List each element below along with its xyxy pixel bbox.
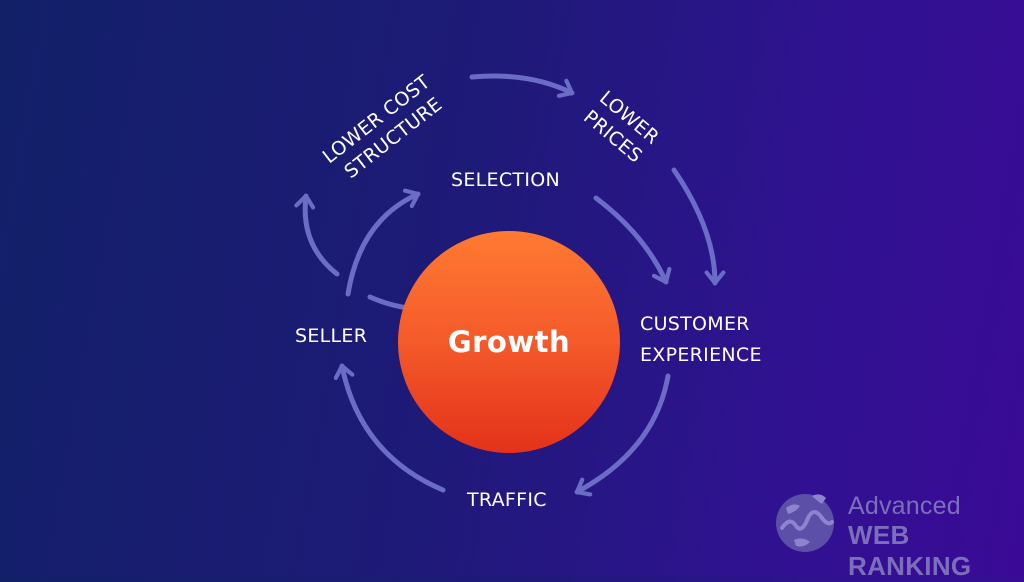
logo-line-2: WEB RANKING xyxy=(848,520,972,581)
arrow-seller-to-selection xyxy=(345,188,421,297)
customer-experience-label: CUSTOMER EXPERIENCE xyxy=(640,313,762,366)
seller-label: SELLER xyxy=(295,325,368,347)
arrow-traffic-to-seller xyxy=(333,363,446,493)
globe-icon xyxy=(776,494,834,552)
arrow-selection-to-experience xyxy=(593,195,672,285)
arrow-cost-to-prices xyxy=(469,73,575,98)
traffic-label: TRAFFIC xyxy=(467,489,547,511)
logo: Advanced WEB RANKING xyxy=(772,488,1012,581)
growth-label: Growth xyxy=(447,325,571,359)
logo-line-1: Advanced xyxy=(848,492,961,520)
growth-circle: Growth xyxy=(398,231,620,453)
arrow-prices-to-experience xyxy=(671,167,726,286)
arrow-experience-to-traffic xyxy=(574,373,671,497)
selection-label: SELECTION xyxy=(451,169,560,191)
arrow-seller-to-costs xyxy=(294,193,340,277)
arrow-seller-to-growth xyxy=(367,294,411,311)
